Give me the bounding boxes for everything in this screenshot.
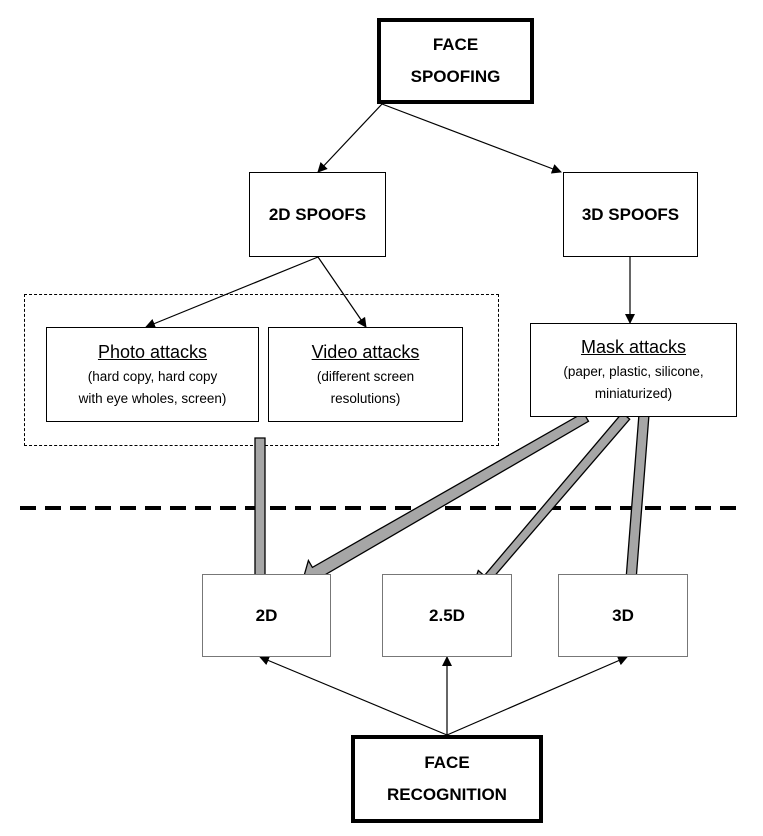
video-attacks-desc: (different screen resolutions) — [316, 368, 415, 406]
photo-attacks-desc: (hard copy, hard copy with eye wholes, s… — [78, 368, 227, 406]
face-recognition-box: FACE RECOGNITION — [351, 735, 543, 823]
video-attacks-title: Video attacks — [311, 341, 420, 362]
arrow-recognition-to-3d — [446, 655, 628, 736]
recognition-2d-label: 2D — [255, 605, 278, 625]
recognition-2d-box: 2D — [202, 574, 331, 657]
mask-attacks-box: Mask attacks (paper, plastic, silicone, … — [530, 323, 737, 417]
2d-spoofs-label: 2D SPOOFS — [268, 204, 367, 224]
face-spoofing-label: FACE SPOOFING — [410, 35, 501, 86]
mask-attacks-title: Mask attacks — [580, 337, 687, 357]
face-recognition-label: FACE RECOGNITION — [387, 753, 507, 804]
photo-attacks-box: Photo attacks (hard copy, hard copy with… — [46, 327, 259, 422]
recognition-3d-box: 3D — [558, 574, 688, 657]
block-arrow-group-to-2d — [246, 437, 274, 596]
video-attacks-box: Video attacks (different screen resoluti… — [268, 327, 463, 422]
photo-attacks-title: Photo attacks — [97, 341, 208, 362]
recognition-25d-label: 2.5D — [429, 605, 465, 625]
3d-spoofs-label: 3D SPOOFS — [581, 204, 680, 224]
arrow-2d-to-photo — [145, 256, 319, 329]
2d-spoofs-box: 2D SPOOFS — [249, 172, 386, 257]
face-spoofing-box: FACE SPOOFING — [377, 18, 534, 104]
recognition-25d-box: 2.5D — [382, 574, 512, 657]
arrow-recognition-to-2d — [259, 655, 448, 736]
block-arrow-mask-to-3d — [618, 413, 650, 598]
arrow-2d-to-video — [317, 256, 367, 328]
recognition-3d-label: 3D — [612, 605, 634, 625]
3d-spoofs-box: 3D SPOOFS — [563, 172, 698, 257]
block-arrow-mask-to-2d — [299, 411, 590, 591]
arrow-spoofing-to-2d — [317, 103, 383, 173]
arrow-spoofing-to-3d — [381, 103, 562, 174]
mask-attacks-desc: (paper, plastic, silicone, miniaturized) — [563, 364, 704, 401]
